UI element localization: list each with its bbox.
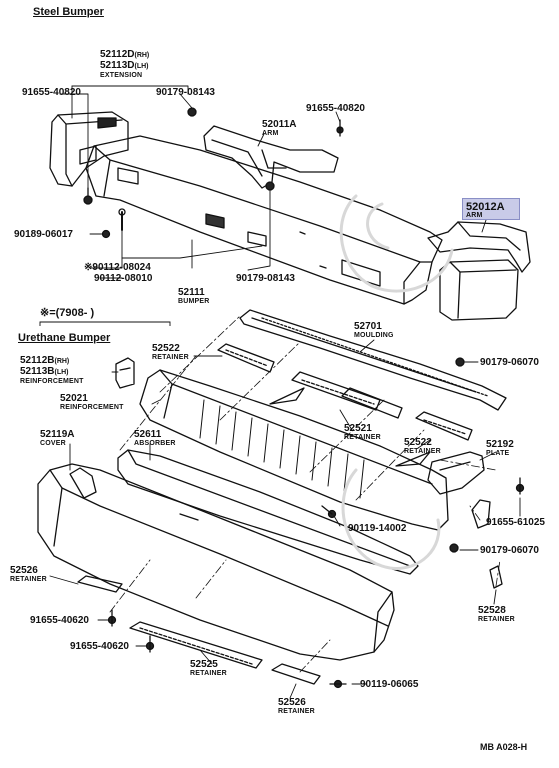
reinforcement-bracket-52112b	[115, 357, 135, 389]
date-note: ※=(7908- )	[40, 307, 95, 319]
plate-52192	[427, 451, 485, 495]
part-label-90112-08024[interactable]: ※90112-08024	[84, 262, 151, 273]
steel-bolts	[83, 107, 344, 239]
arm-52011a	[203, 125, 339, 189]
part-label-90119-06065[interactable]: 90119-06065	[360, 679, 419, 690]
absorber-52611	[117, 449, 419, 575]
part-label-91655-40620-a[interactable]: 91655-40620	[30, 615, 89, 626]
arm-52012a	[427, 221, 531, 273]
part-label-52113d[interactable]: 52113D(LH) EXTENSION	[100, 60, 149, 80]
section-title-steel: Steel Bumper	[33, 6, 104, 18]
watermark-emblem	[339, 194, 454, 570]
steel-leader-lines	[59, 85, 487, 279]
part-label-52113b[interactable]: 52113B(LH) REINFORCEMENT	[20, 366, 84, 386]
date-note-underline	[39, 321, 171, 326]
diagram-code: MB A028-H	[480, 742, 528, 752]
moulding-52701	[239, 309, 507, 411]
reinforcement-52021	[139, 369, 449, 531]
urethane-leader-lines	[49, 339, 521, 699]
part-label-90179-08143-b[interactable]: 90179-08143	[236, 273, 295, 284]
part-label-90179-06070-a[interactable]: 90179-06070	[480, 357, 539, 368]
part-label-90179-08143-a[interactable]: 90179-08143	[156, 87, 215, 98]
section-title-urethane: Urethane Bumper	[18, 332, 111, 344]
part-label-52112b[interactable]: 52112B(RH)	[20, 355, 70, 366]
part-label-90119-14002[interactable]: 90119-14002	[348, 523, 407, 534]
extension-left	[49, 111, 129, 187]
extension-right	[439, 259, 519, 321]
part-label-91655-40620-b[interactable]: 91655-40620	[70, 641, 129, 652]
part-label-90179-06070-b[interactable]: 90179-06070	[480, 545, 539, 556]
part-label-90189-06017[interactable]: 90189-06017	[14, 229, 73, 240]
steel-bumper-beam	[85, 135, 443, 305]
highlight-52012a	[462, 198, 520, 220]
lower-retainers	[77, 499, 503, 685]
part-label-91655-40820-a[interactable]: 91655-40820	[22, 87, 81, 98]
part-label-90112-08010[interactable]: 90112-08010	[94, 273, 153, 284]
part-label-52112d[interactable]: 52112D(RH)	[100, 49, 150, 60]
part-label-91655-61025[interactable]: 91655-61025	[486, 517, 545, 528]
slot-retainers	[217, 343, 473, 441]
urethane-bolts	[107, 357, 525, 689]
part-label-91655-40820-b[interactable]: 91655-40820	[306, 103, 365, 114]
